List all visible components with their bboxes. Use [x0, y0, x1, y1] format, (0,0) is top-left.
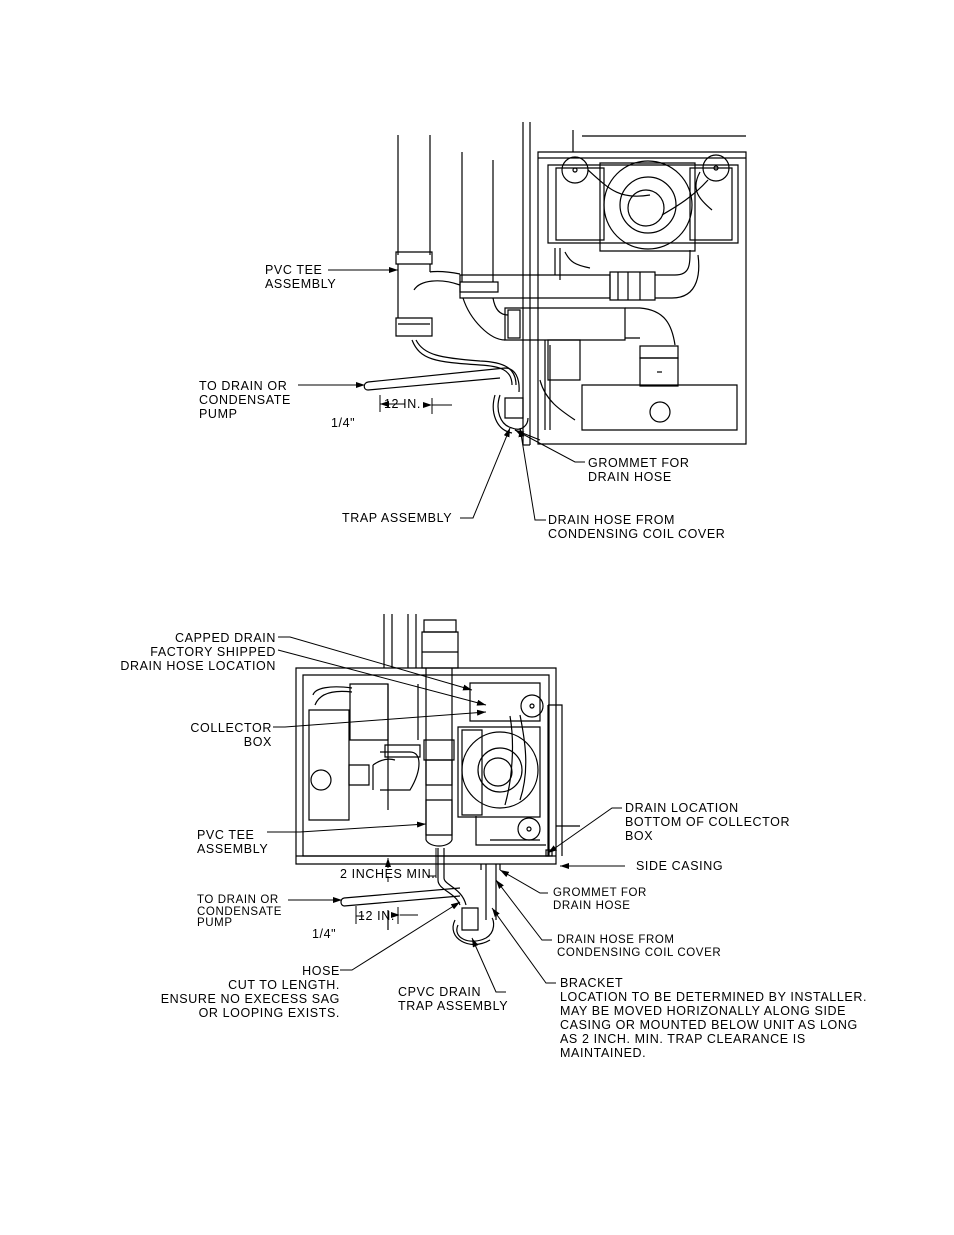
- label-grommet-bottom: GROMMET FOR DRAIN HOSE: [553, 887, 647, 912]
- label-pvc-tee-assembly-bottom: PVC TEE ASSEMBLY: [197, 828, 269, 856]
- label-pvc-tee-assembly: PVC TEE ASSEMBLY: [265, 263, 337, 291]
- top-blower-housing: [604, 161, 692, 249]
- label-12-in-bottom: 12 IN.: [358, 909, 395, 923]
- top-diagram: [364, 122, 746, 445]
- label-bracket: BRACKET LOCATION TO BE DETERMINED BY INS…: [560, 976, 868, 1060]
- top-leaders: [298, 267, 585, 520]
- label-to-drain: TO DRAIN OR CONDENSATE PUMP: [199, 379, 291, 421]
- label-quarter-in-bottom: 1/4": [312, 927, 337, 941]
- bottom-diagram: [296, 614, 580, 944]
- label-collector-box: COLLECTOR BOX: [190, 721, 272, 749]
- bottom-leaders: [267, 637, 625, 992]
- label-to-drain-bottom: TO DRAIN OR CONDENSATE PUMP: [197, 894, 283, 929]
- label-capped-drain: CAPPED DRAIN FACTORY SHIPPED DRAIN HOSE …: [120, 631, 276, 673]
- label-two-inches-min: 2 INCHES MIN.: [340, 867, 436, 881]
- label-12-in: 12 IN.: [384, 397, 421, 411]
- label-drain-location: DRAIN LOCATION BOTTOM OF COLLECTOR BOX: [625, 801, 791, 843]
- collector-box-fitting: [521, 695, 543, 717]
- bottom-blower-housing: [462, 732, 538, 808]
- label-grommet: GROMMET FOR DRAIN HOSE: [588, 456, 690, 484]
- label-side-casing: SIDE CASING: [636, 859, 724, 873]
- label-drain-hose-bottom: DRAIN HOSE FROM CONDENSING COIL COVER: [557, 934, 722, 959]
- label-hose-cut-to-length: HOSE CUT TO LENGTH. ENSURE NO EXECESS SA…: [160, 964, 340, 1020]
- label-quarter-in: 1/4": [331, 416, 356, 430]
- label-drain-hose: DRAIN HOSE FROM CONDENSING COIL COVER: [548, 513, 726, 541]
- label-cpvc-drain-trap: CPVC DRAIN TRAP ASSEMBLY: [398, 985, 509, 1013]
- label-trap-assembly: TRAP ASSEMBLY: [342, 511, 453, 525]
